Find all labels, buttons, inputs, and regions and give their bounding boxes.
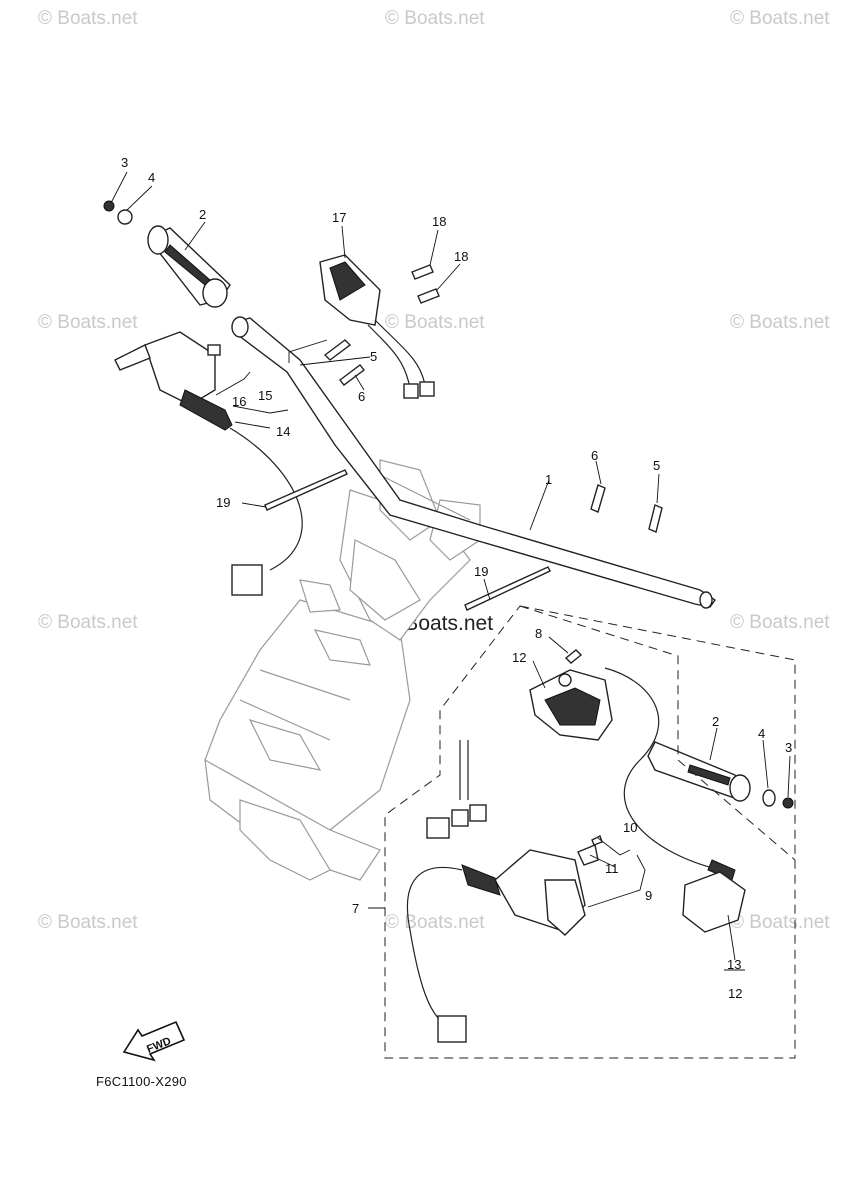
watermark: © Boats.net xyxy=(385,8,485,29)
lower-switch-connector xyxy=(437,1015,467,1043)
callout-15: 15 xyxy=(258,388,272,403)
callout-19: 19 xyxy=(216,495,230,510)
callout-6: 6 xyxy=(358,389,365,404)
watermark: © Boats.net xyxy=(38,612,138,633)
left-switch-lower xyxy=(406,835,603,1043)
left-switch-assembly xyxy=(114,331,303,596)
callout-4: 4 xyxy=(148,170,155,185)
watermark: © Boats.net xyxy=(38,8,138,29)
cable-tie-upper xyxy=(264,469,348,511)
nut-right xyxy=(782,797,794,809)
callout-12: 12 xyxy=(512,650,526,665)
watermark: © Boats.net xyxy=(730,912,830,933)
cable-tie-lower xyxy=(464,566,551,611)
left-grip xyxy=(146,225,231,308)
watermark: © Boats.net xyxy=(730,312,830,333)
screw-8 xyxy=(564,649,583,664)
callout-3: 3 xyxy=(121,155,128,170)
diagram-code: F6C1100-X290 xyxy=(96,1074,187,1089)
watermark: © Boats.net xyxy=(385,312,485,333)
callout-19: 19 xyxy=(474,564,488,579)
nut-left xyxy=(103,200,115,212)
left-switch-connector xyxy=(231,564,263,596)
callout-17: 17 xyxy=(332,210,346,225)
callout-9: 9 xyxy=(645,888,652,903)
watermark: © Boats.net xyxy=(730,612,830,633)
throttle-assembly xyxy=(529,667,736,881)
washer-left xyxy=(117,209,133,225)
watermark: © Boats.net xyxy=(730,8,830,29)
callout-7: 7 xyxy=(352,901,359,916)
bolts-18 xyxy=(411,264,440,304)
callout-1: 1 xyxy=(545,472,552,487)
throttle-harness xyxy=(426,740,487,839)
assembly-boundary xyxy=(384,605,796,1059)
leader-lines xyxy=(110,171,791,971)
handlebar xyxy=(231,316,716,609)
callout-2: 2 xyxy=(712,714,719,729)
right-grip xyxy=(647,741,751,802)
callout-18: 18 xyxy=(432,214,446,229)
callout-18: 18 xyxy=(454,249,468,264)
watermark: © Boats.net xyxy=(38,312,138,333)
callout-8: 8 xyxy=(535,626,542,641)
callout-4: 4 xyxy=(758,726,765,741)
throttle-cover xyxy=(682,871,746,933)
callout-13: 13 xyxy=(727,957,741,972)
callouts: 3 4 2 17 18 18 5 6 15 16 14 19 1 6 5 19 … xyxy=(121,155,792,1001)
callout-3: 3 xyxy=(785,740,792,755)
screws-upper xyxy=(323,339,365,386)
screws-lower xyxy=(590,484,663,533)
callout-6: 6 xyxy=(591,448,598,463)
fwd-arrow-icon: FWD xyxy=(122,1020,186,1062)
right-switch-upper xyxy=(319,254,435,399)
callout-2: 2 xyxy=(199,207,206,222)
callout-16: 16 xyxy=(232,394,246,409)
callout-10: 10 xyxy=(623,820,637,835)
callout-5: 5 xyxy=(653,458,660,473)
callout-14: 14 xyxy=(276,424,290,439)
watermark: © Boats.net xyxy=(38,912,138,933)
callout-5: 5 xyxy=(370,349,377,364)
callout-11: 11 xyxy=(605,861,619,876)
washer-right xyxy=(762,789,776,807)
callout-12: 12 xyxy=(728,986,742,1001)
